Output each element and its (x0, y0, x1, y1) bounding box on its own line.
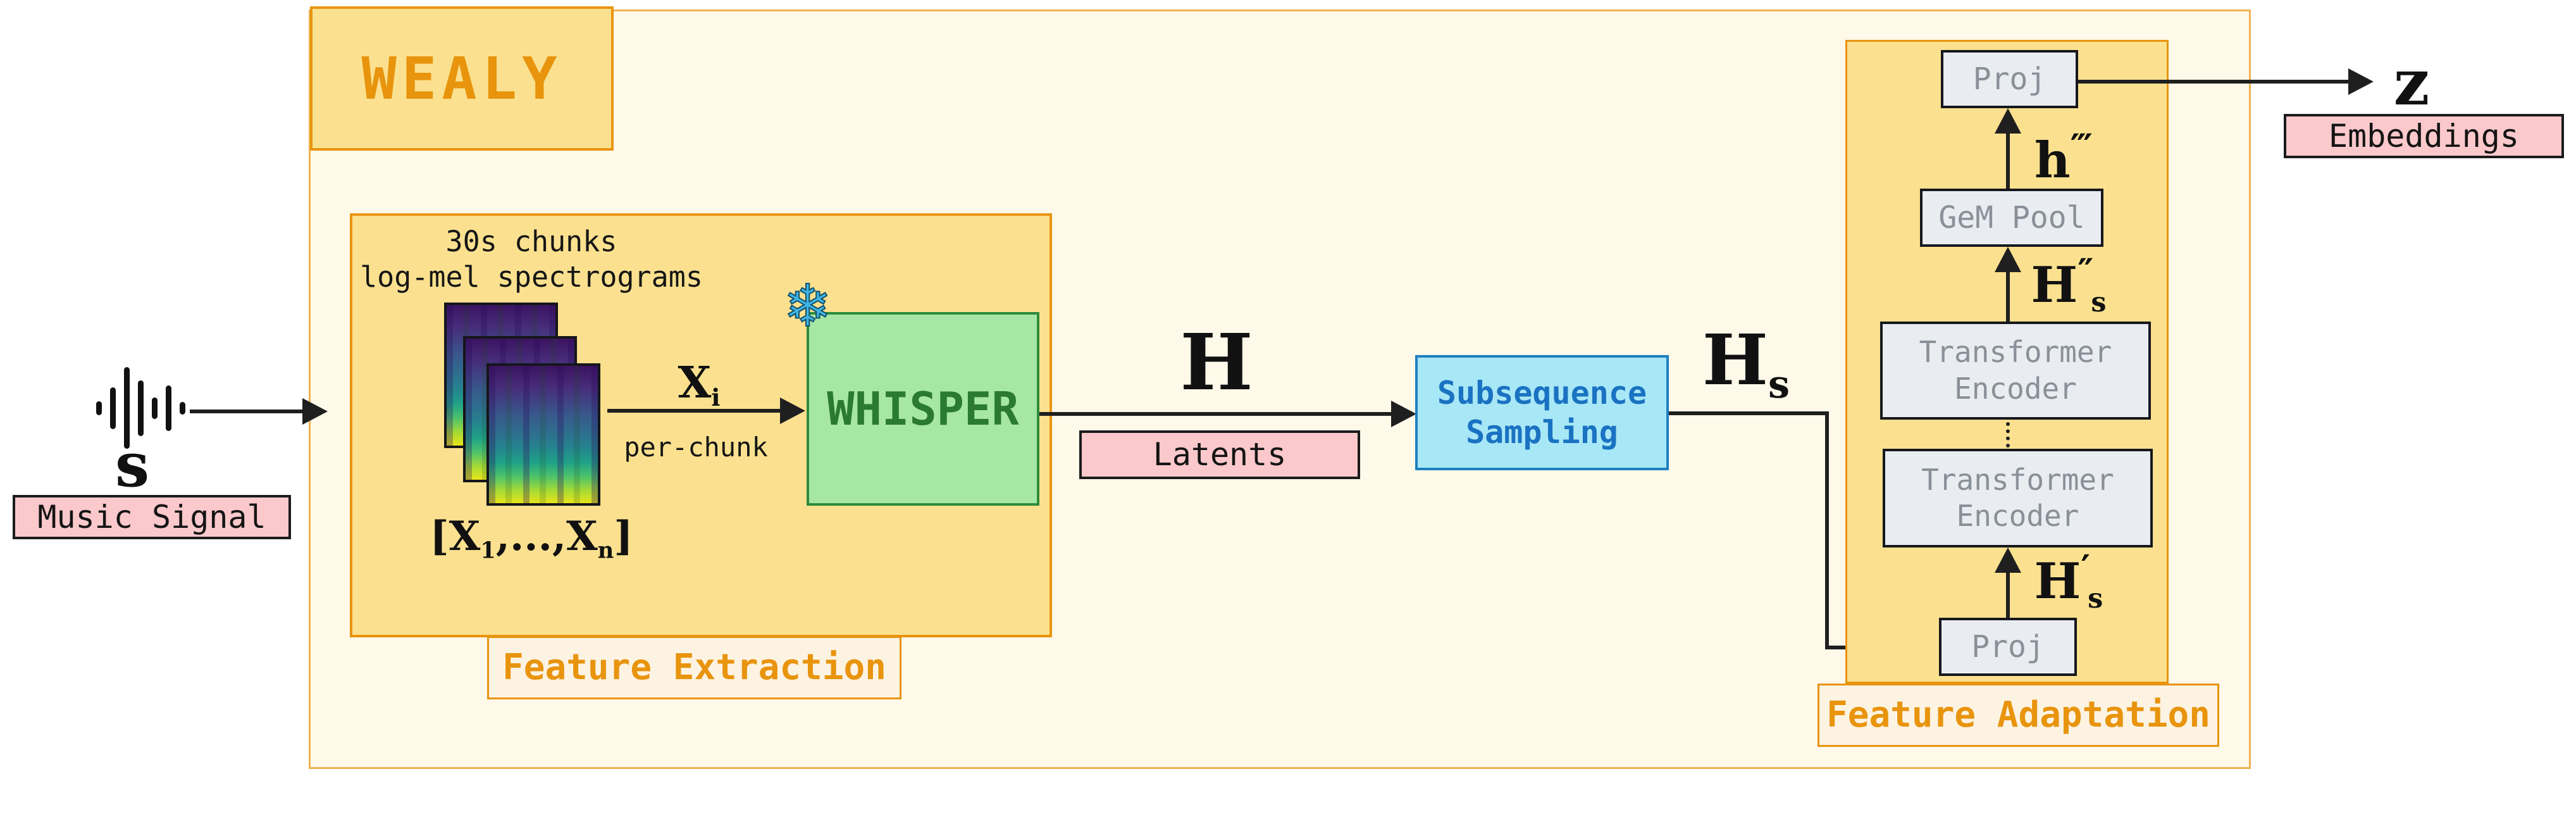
per-chunk-caption-wrap: per-chunk (617, 430, 775, 465)
h-single-sub: s (2088, 582, 2103, 615)
sampled-latents-symbol: Hs (1702, 316, 1790, 409)
h-double-sub: s (2091, 286, 2107, 318)
subsequence-sampling-line1: Subsequence (1437, 374, 1647, 411)
arrow-hdouble-line (2006, 270, 2010, 322)
subsequence-sampling-box: Subsequence Sampling (1415, 355, 1669, 470)
h-single-label-wrap: H′s (2021, 546, 2116, 616)
h-double-label-wrap: H″s (2021, 251, 2116, 318)
arrow-hsingle-line (2006, 570, 2010, 618)
music-signal-label-box: Music Signal (13, 495, 291, 539)
subsequence-sampling-line2: Sampling (1466, 414, 1618, 451)
h-double-label: H″s (2031, 250, 2107, 320)
waveform-icon (96, 364, 185, 453)
sampled-latents-base: H (1702, 318, 1768, 401)
waveform-bar (110, 387, 116, 429)
chunk-list-label: [X1,...,Xn] (376, 506, 686, 570)
h-double-base: H (2031, 256, 2078, 314)
arrow-perchunk-line (607, 409, 780, 413)
waveform-bar (138, 380, 144, 436)
transformer-encoder-top-line1: Transformer (1919, 335, 2112, 369)
per-chunk-caption: per-chunk (624, 432, 768, 463)
latents-symbol-wrap: H (1153, 316, 1280, 408)
latents-label-box: Latents (1079, 430, 1360, 479)
arrow-perchunk-head (780, 397, 805, 424)
waveform-bar (152, 397, 158, 419)
chunks-note-line1: 30s chunks (445, 224, 617, 258)
chunk-list-sub-last: n (597, 537, 614, 564)
chunk-list-open: [X (430, 512, 481, 560)
transformer-encoder-bottom-line2: Encoder (1956, 499, 2079, 533)
gem-pool-box: GeM Pool (1920, 189, 2103, 247)
arrow-input-line (190, 410, 302, 413)
spectrogram-image-front (486, 363, 600, 506)
arrow-hout-head (1995, 108, 2021, 134)
waveform-bar (96, 401, 102, 415)
h-out-base: h (2034, 131, 2071, 189)
feature-extraction-label: Feature Extraction (502, 647, 886, 688)
output-symbol-wrap: z (2367, 44, 2456, 120)
proj-bottom-box: Proj (1939, 618, 2077, 676)
h-double-primes: ″ (2078, 251, 2093, 293)
per-chunk-symbol-sub: i (711, 384, 721, 412)
h-out-primes: ‴ (2070, 126, 2093, 168)
waveform-bar (166, 385, 171, 431)
proj-bottom-label: Proj (1971, 629, 2045, 665)
per-chunk-symbol-text: Xi (678, 356, 721, 413)
chunk-list-sub-first: 1 (480, 537, 496, 564)
arrow-output-head (2348, 68, 2374, 95)
arrow-latents-line (1039, 412, 1391, 416)
h-out-label: h‴ (2034, 125, 2093, 192)
transformer-encoder-top-line2: Encoder (1954, 371, 2077, 406)
sampled-latents-sub: s (1768, 361, 1790, 407)
embeddings-label-box: Embeddings (2284, 114, 2564, 158)
wealy-title-box: WEALY (310, 6, 614, 151)
arrow-latents-head (1391, 401, 1416, 427)
transformer-encoder-bottom-line1: Transformer (1921, 462, 2114, 497)
h-single-label: H′s (2034, 546, 2103, 616)
transformer-encoder-top-box: Transformer Encoder (1880, 322, 2151, 420)
feature-adaptation-label: Feature Adaptation (1826, 694, 2210, 735)
feature-adaptation-tag: Feature Adaptation (1817, 684, 2219, 747)
chunks-note-line2: log-mel spectrograms (360, 260, 703, 294)
arrow-hdouble-head (1995, 247, 2021, 272)
h-single-primes: ′ (2081, 547, 2090, 589)
chunks-note: 30s chunks log-mel spectrograms (357, 222, 705, 297)
whisper-encoder-box: WHISPER (807, 312, 1039, 506)
input-symbol: s (94, 429, 170, 501)
proj-top-box: Proj (1941, 50, 2078, 108)
waveform-bar (180, 402, 185, 415)
output-symbol: z (2393, 44, 2430, 120)
whisper-label: WHISPER (827, 382, 1019, 435)
latents-label: Latents (1153, 436, 1287, 473)
embeddings-label: Embeddings (2328, 117, 2520, 154)
transformer-encoder-bottom-box: Transformer Encoder (1883, 449, 2153, 547)
waveform-bar (124, 367, 130, 449)
chunk-list-middle: ,...,X (495, 512, 598, 560)
per-chunk-symbol: Xi (652, 358, 746, 411)
frozen-snowflake-icon: ❄ (783, 272, 833, 340)
sampled-latents-symbol-wrap: Hs (1683, 319, 1809, 407)
h-out-label-wrap: h‴ (2018, 127, 2107, 190)
gem-pool-label: GeM Pool (1938, 200, 2085, 235)
music-signal-label: Music Signal (37, 498, 266, 535)
feature-extraction-tag: Feature Extraction (487, 636, 901, 699)
diagram-title: WEALY (361, 44, 562, 113)
encoder-stack-dots (2006, 422, 2010, 447)
arrow-input-head (302, 398, 328, 425)
chunk-list-text: [X1,...,Xn] (430, 511, 633, 565)
per-chunk-symbol-base: X (678, 358, 712, 409)
arrow-hout-line (2006, 131, 2010, 189)
arrow-hs-horizontal (1669, 411, 1829, 415)
chunk-list-close: ] (614, 512, 633, 560)
arrow-output-line (2078, 80, 2350, 84)
arrow-hsingle-head (1995, 547, 2021, 573)
arrow-hs-vertical (1825, 411, 1829, 649)
h-single-base: H (2034, 552, 2081, 610)
proj-top-label: Proj (1972, 61, 2047, 97)
music-signal-symbol: s (115, 429, 150, 501)
latents-symbol: H (1180, 316, 1253, 408)
